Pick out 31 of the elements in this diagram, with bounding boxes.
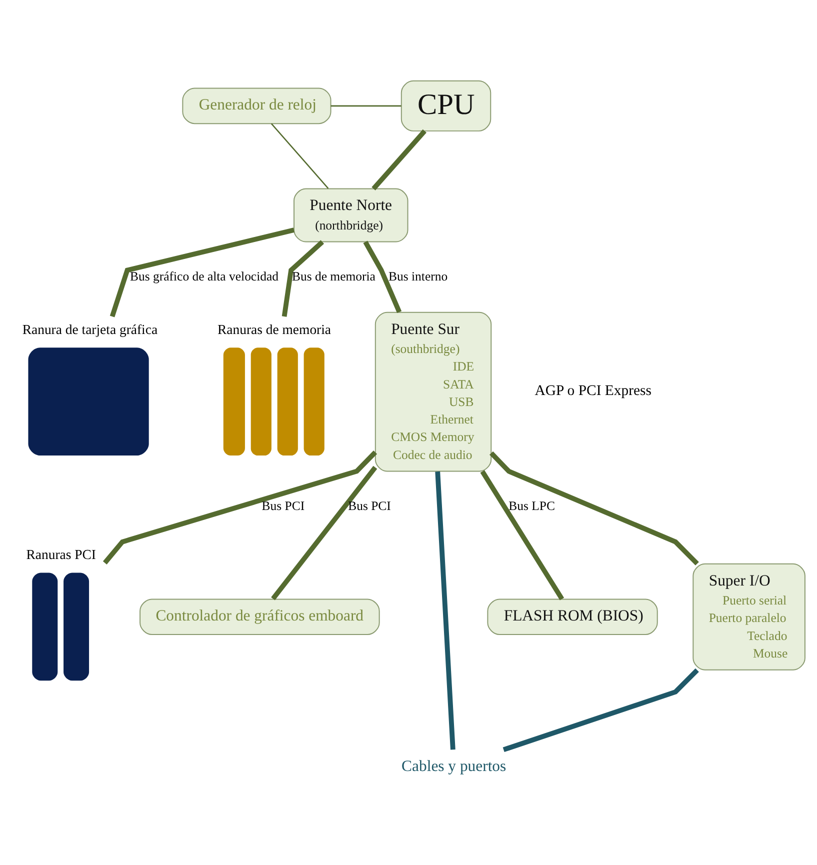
connector (490, 450, 699, 565)
node-box: Controlador de gráficos emboard (140, 598, 380, 635)
node-box: Generador de reloj (182, 87, 332, 124)
node-text: Cables y puertos (402, 758, 506, 775)
connector (480, 470, 564, 600)
connector (363, 240, 402, 313)
label: AGP o PCI Express (534, 382, 652, 399)
node-label: Ranura de tarjeta gráfica (22, 322, 158, 337)
edge-label: Bus de memoria (292, 268, 376, 283)
connector (502, 668, 699, 752)
connector (110, 227, 294, 317)
connector (330, 104, 402, 106)
connector (435, 470, 456, 750)
edge-label: Bus PCI (262, 498, 305, 512)
connector (102, 450, 378, 564)
node-label: Ranuras PCI (26, 546, 96, 562)
edge-label: Bus gráfico de alta velocidad (130, 268, 279, 283)
connector (282, 240, 324, 316)
node-label: Ranuras de memoria (218, 322, 332, 337)
edge-label: Bus PCI (348, 498, 391, 512)
node-box (28, 347, 149, 456)
node-box: CPU (400, 80, 492, 131)
connector (271, 465, 378, 600)
node-box: FLASH ROM (BIOS) (487, 598, 658, 635)
node-box: Super I/O Puerto serial Puerto paralelo Teclado Mouse (692, 562, 806, 670)
connector (270, 122, 329, 188)
node-box: Puente Sur (southbridge) IDE SATA USB Ethernet CMOS Memory Codec de audio (374, 311, 492, 472)
connector (372, 128, 426, 190)
node-box: Puente Norte (northbridge) (294, 188, 408, 242)
edge-label: Bus LPC (508, 498, 556, 512)
edge-label: Bus interno (388, 268, 448, 283)
